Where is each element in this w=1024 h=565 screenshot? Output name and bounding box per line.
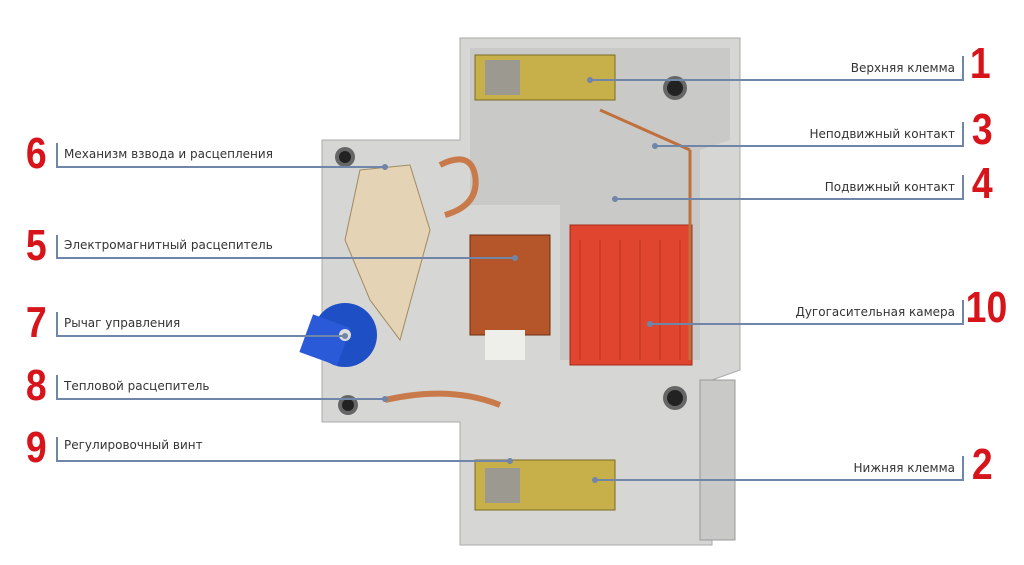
callout-number-5: 5 — [25, 221, 47, 270]
leader-7 — [56, 312, 345, 337]
solenoid-coil — [469, 234, 551, 336]
callout-label-8: Тепловой расцепитель — [64, 379, 210, 393]
callout-label-3: Неподвижный контакт — [809, 127, 955, 141]
leader-10 — [650, 300, 964, 325]
callout-number-6: 6 — [25, 129, 47, 178]
leader-6 — [56, 143, 385, 168]
callout-label-5: Электромагнитный расцепитель — [64, 238, 273, 252]
arc-chute — [569, 224, 693, 366]
leader-1 — [590, 56, 964, 81]
callout-number-9: 9 — [25, 423, 47, 472]
trip-mechanism — [344, 164, 431, 342]
callout-number-2: 2 — [971, 440, 993, 489]
callout-number-1: 1 — [969, 39, 991, 88]
callout-label-4: Подвижный контакт — [824, 180, 955, 194]
callout-number-10: 10 — [965, 283, 1008, 332]
callout-number-7: 7 — [25, 298, 47, 347]
callout-label-2: Нижняя клемма — [853, 461, 956, 475]
callout-label-10: Дугогасительная камера — [795, 305, 955, 319]
callout-label-1: Верхняя клемма — [850, 61, 955, 75]
callout-label-9: Регулировочный винт — [64, 438, 203, 452]
leader-3 — [655, 122, 964, 147]
leader-9 — [56, 437, 510, 462]
callout-number-3: 3 — [971, 105, 993, 154]
callout-number-8: 8 — [25, 361, 47, 410]
callout-number-4: 4 — [971, 159, 993, 208]
leader-8 — [56, 375, 385, 400]
callout-label-6: Механизм взвода и расцепления — [64, 147, 273, 161]
callout-label-7: Рычаг управления — [64, 316, 181, 330]
leader-2 — [595, 456, 964, 481]
leader-lines — [56, 56, 964, 481]
leader-5 — [56, 235, 515, 259]
leader-4 — [615, 175, 964, 200]
